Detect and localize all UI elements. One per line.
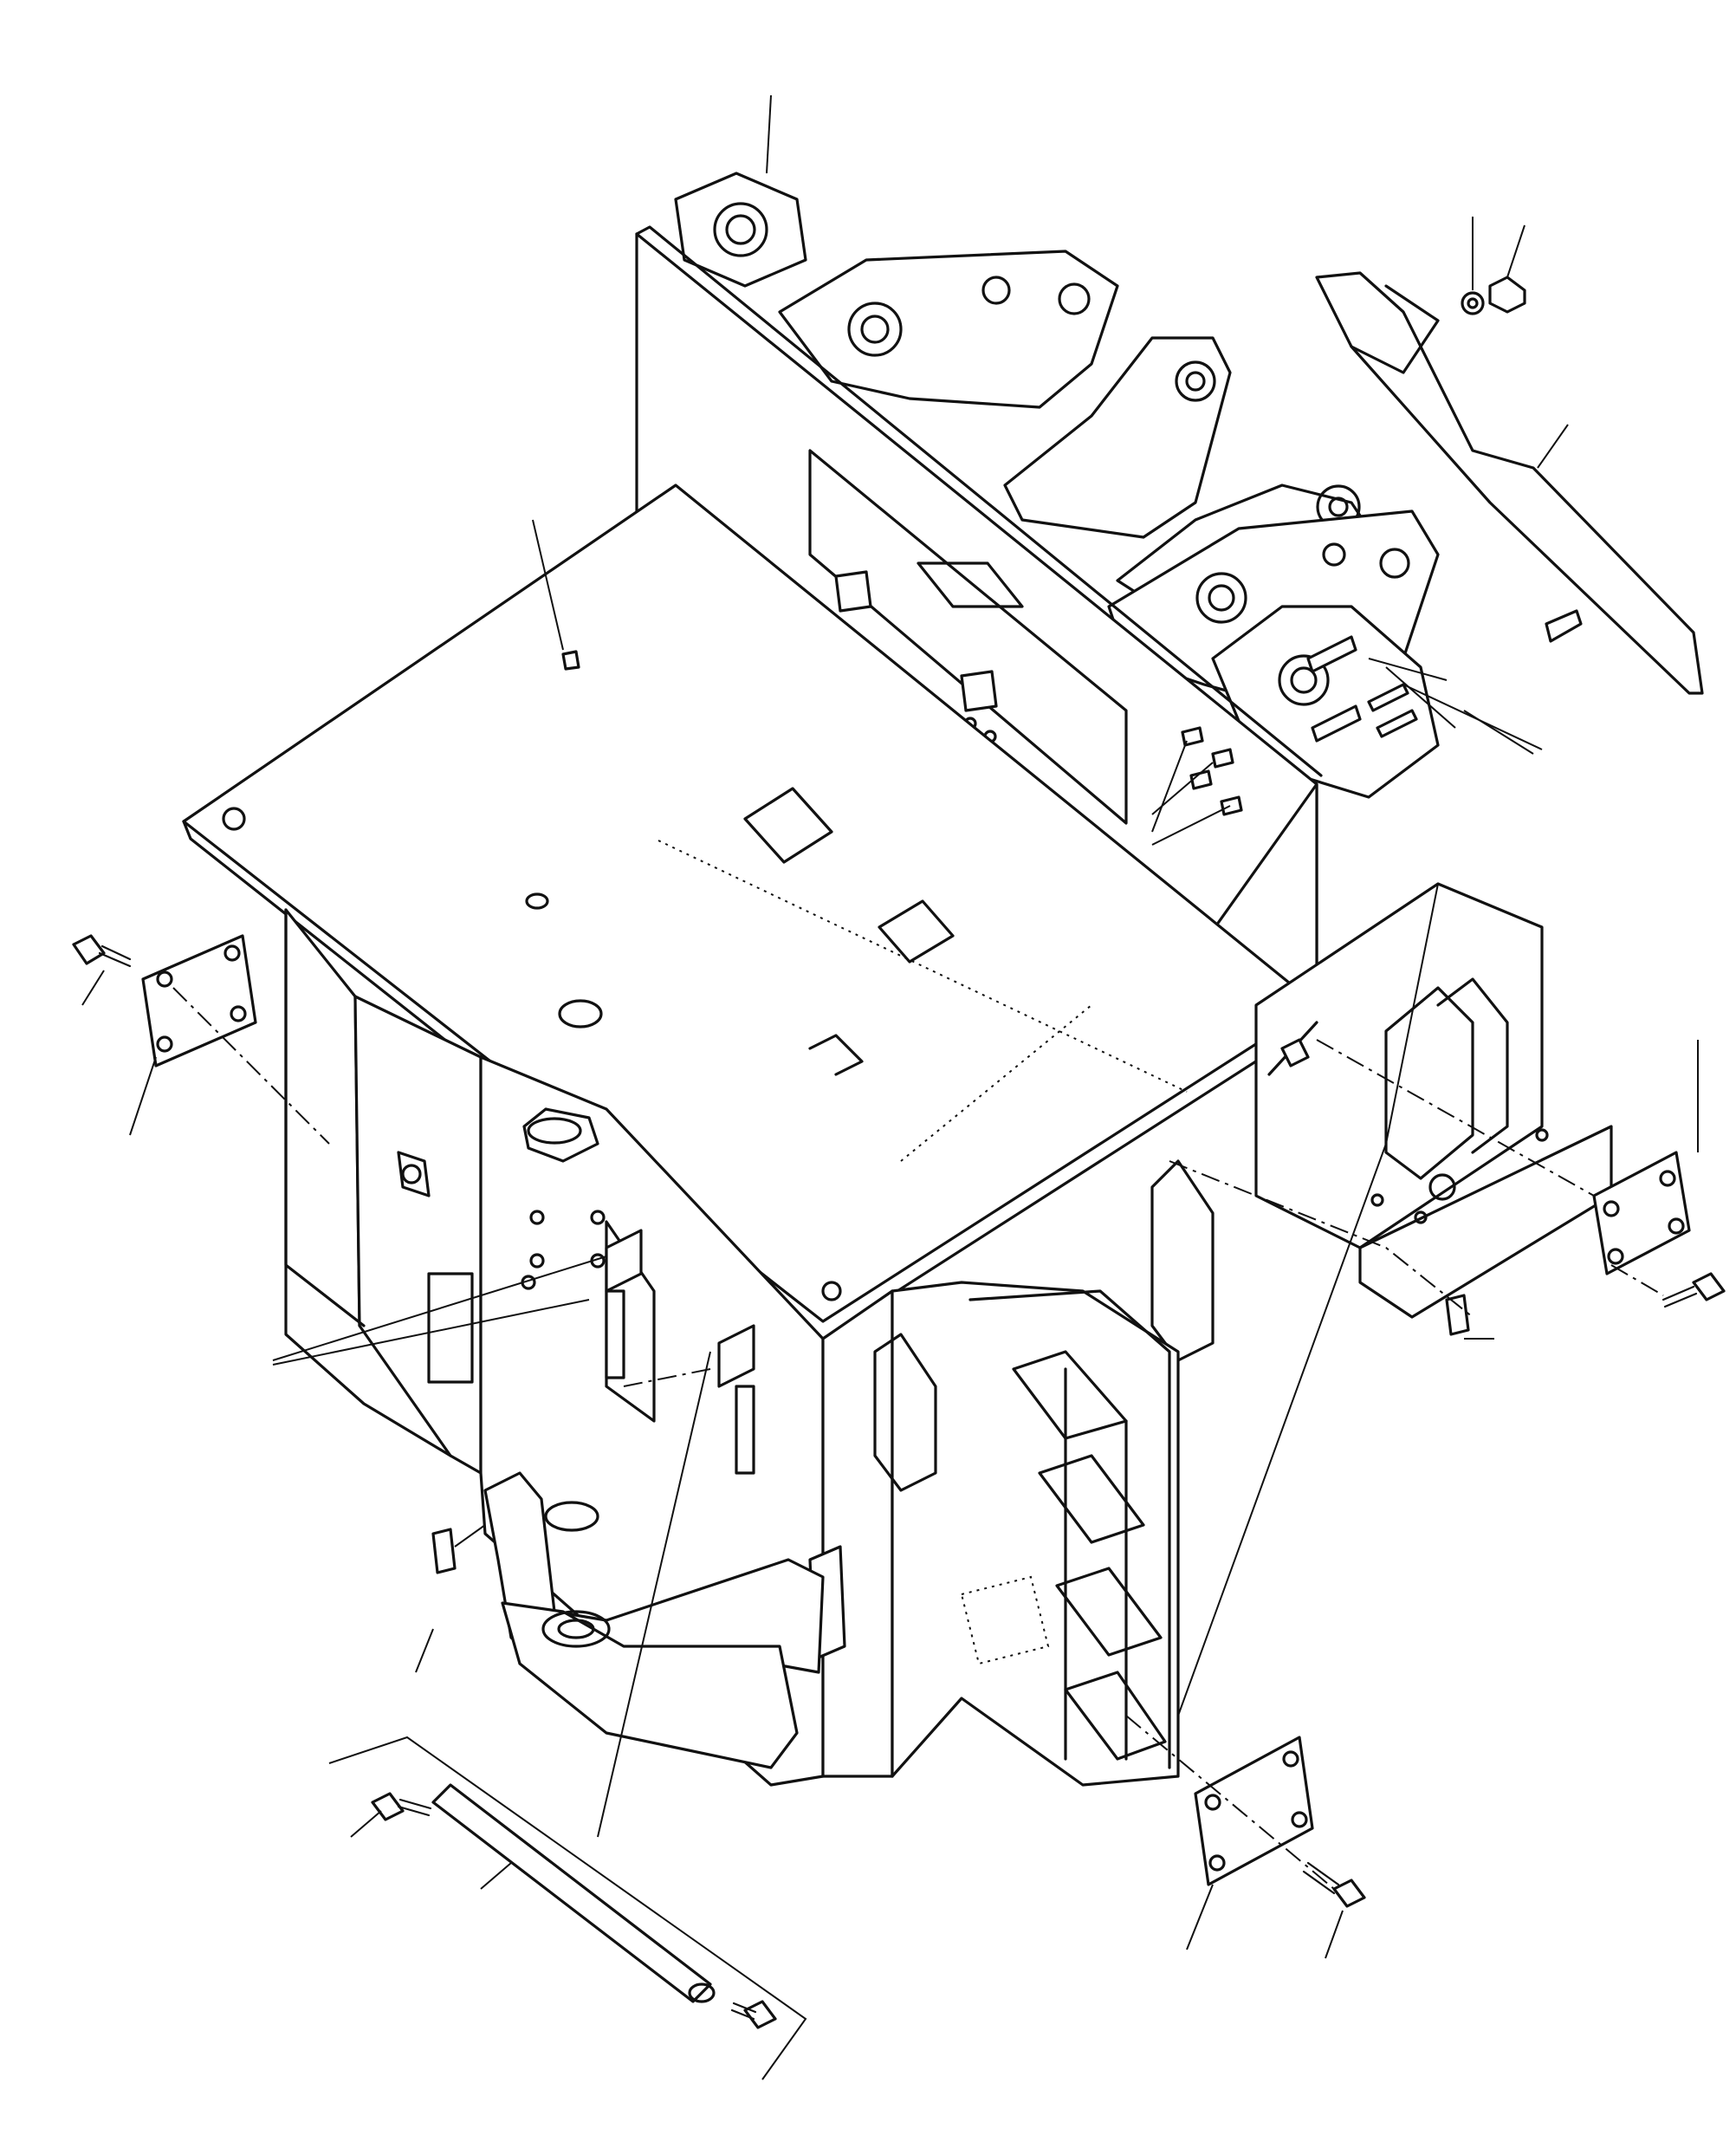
rear-cover-plate — [1315, 217, 1704, 695]
left-cover-plate — [72, 934, 330, 1145]
lower-boom-clevis — [483, 1471, 825, 1769]
right-rear-body — [1150, 882, 1613, 1362]
pin-shaft — [328, 1351, 807, 2080]
right-cover-plate — [1316, 1039, 1726, 1308]
upper-boom-brackets — [674, 172, 1440, 799]
bottom-cover-plate — [1125, 1715, 1366, 1959]
ladder-panel — [873, 1281, 1180, 1787]
left-side-frame — [284, 908, 483, 1475]
callout-leaders — [272, 94, 1543, 1716]
